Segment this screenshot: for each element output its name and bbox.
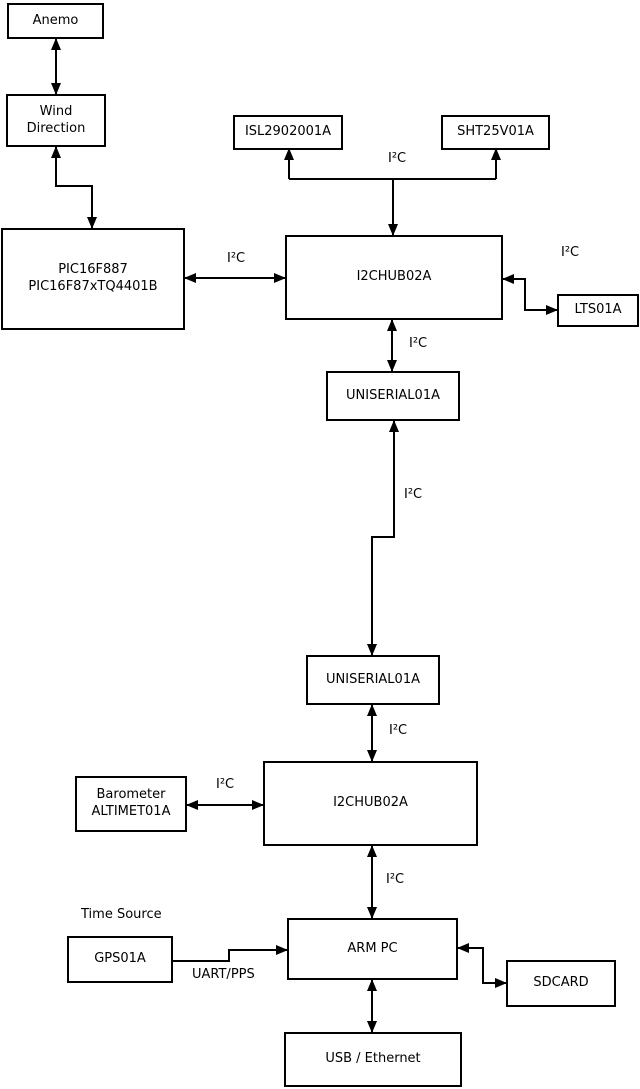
edge-gps-armpc: [173, 945, 288, 962]
node-lts01a: LTS01A: [557, 294, 639, 327]
node-gps01a: GPS01A: [67, 936, 173, 983]
node-uniserial-lower-label: UNISERIAL01A: [326, 671, 420, 687]
node-sht25v01a-label: SHT25V01A: [457, 124, 534, 140]
node-i2c-hub-upper: I2CHUB02A: [285, 235, 503, 320]
node-usb-ethernet: USB / Ethernet: [284, 1032, 462, 1087]
edge-label-uart-pps: UART/PPS: [192, 967, 255, 982]
node-barometer: Barometer ALTIMET01A: [75, 776, 187, 832]
edge-label-i2c-barometer-hub2: I²C: [216, 777, 235, 792]
node-lts01a-label: LTS01A: [574, 302, 622, 318]
node-isl2902001a-label: ISL2902001A: [244, 124, 332, 140]
edge-label-i2c-uniserial2-hub2: I²C: [389, 723, 408, 738]
node-pic-microcontroller-label: PIC16F887 PIC16F87xTQ4401B: [28, 262, 158, 294]
node-sdcard-label: SDCARD: [533, 975, 589, 991]
edge-label-i2c-hub2-armpc: I²C: [386, 872, 405, 887]
node-wind-direction: Wind Direction: [6, 94, 106, 147]
node-arm-pc-label: ARM PC: [347, 940, 398, 956]
node-i2c-hub-lower: I2CHUB02A: [263, 761, 478, 846]
node-i2c-hub-lower-label: I2CHUB02A: [333, 795, 408, 811]
edge-wind-pic: [51, 146, 97, 229]
node-sht25v01a: SHT25V01A: [441, 115, 550, 150]
node-anemometer: Anemo: [7, 3, 104, 39]
node-usb-ethernet-label: USB / Ethernet: [325, 1051, 421, 1067]
node-uniserial-upper-label: UNISERIAL01A: [346, 387, 440, 403]
node-uniserial-lower: UNISERIAL01A: [306, 655, 440, 705]
edge-label-i2c-hub1-uniserial1: I²C: [409, 336, 428, 351]
label-time-source: Time Source: [81, 907, 162, 922]
node-arm-pc: ARM PC: [287, 918, 458, 980]
node-sdcard: SDCARD: [506, 960, 616, 1007]
node-pic-microcontroller: PIC16F887 PIC16F87xTQ4401B: [1, 228, 185, 330]
node-gps01a-label: GPS01A: [94, 951, 146, 967]
node-barometer-label: Barometer ALTIMET01A: [91, 787, 171, 819]
node-wind-direction-label: Wind Direction: [26, 103, 86, 136]
edge-label-i2c-pic-hub1: I²C: [227, 251, 246, 266]
edge-uniserial1-uniserial2: [367, 420, 399, 656]
edge-armpc-sdcard: [457, 943, 507, 988]
node-isl2902001a: ISL2902001A: [233, 115, 343, 150]
edge-label-i2c-uniserial-link: I²C: [404, 487, 423, 502]
edge-label-i2c-sensor-bus: I²C: [388, 151, 407, 166]
node-i2c-hub-upper-label: I2CHUB02A: [356, 269, 432, 285]
node-anemometer-label: Anemo: [32, 12, 79, 28]
edge-label-i2c-hub1-lts: I²C: [561, 245, 580, 260]
node-uniserial-upper: UNISERIAL01A: [326, 371, 460, 421]
edge-hub1-lts: [502, 274, 558, 315]
